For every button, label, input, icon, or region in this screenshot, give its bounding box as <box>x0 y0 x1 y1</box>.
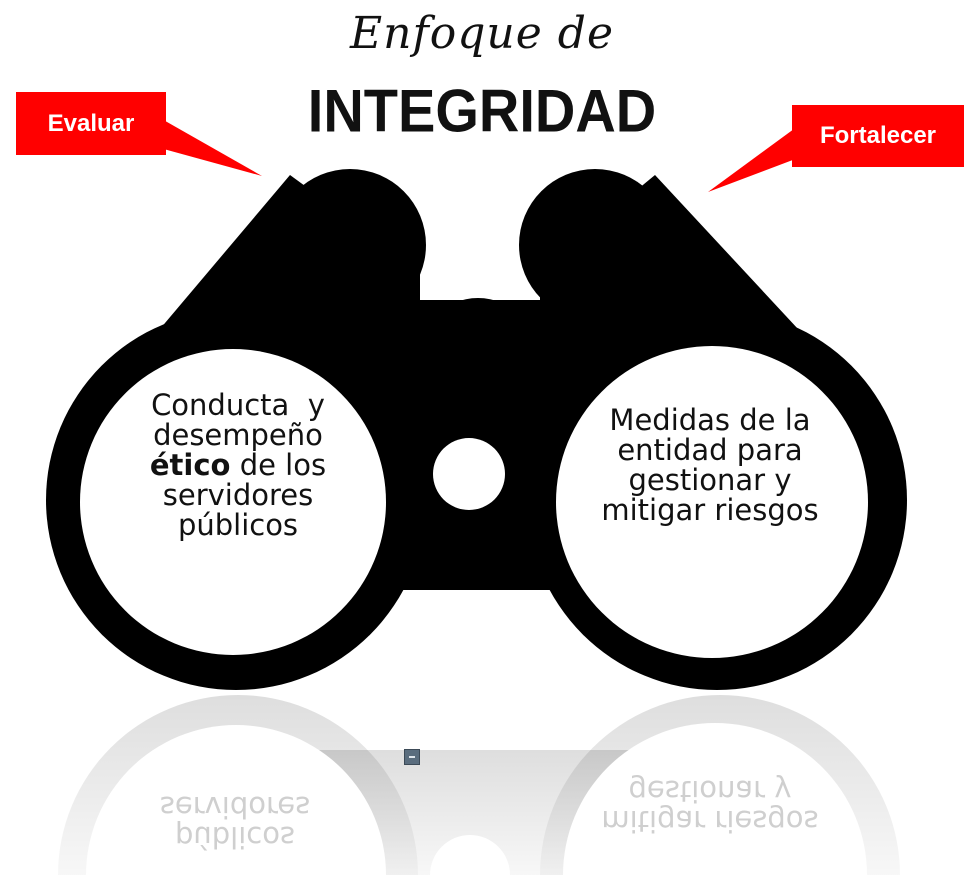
right-line-1: Medidas de la <box>609 403 811 437</box>
left-line-1: Conducta y <box>151 388 325 422</box>
right-lens-text: Medidas de la entidad para gestionar y m… <box>575 405 845 525</box>
evaluar-label: Evaluar <box>16 92 166 155</box>
reflection-text: servidores públicos gestionar y mitigar … <box>160 774 819 854</box>
left-lens-text: Conducta y desempeño ético de los servid… <box>118 390 358 540</box>
right-line-2: entidad para <box>617 433 803 467</box>
left-line-2: desempeño <box>153 418 323 452</box>
hinge-hole <box>433 438 505 510</box>
left-line-5: públicos <box>177 508 299 542</box>
reflection-left-line5: públicos <box>175 820 295 854</box>
fortalecer-pointer <box>708 126 798 192</box>
right-lens <box>556 346 868 658</box>
fortalecer-label: Fortalecer <box>792 105 964 167</box>
title-script: Enfoque de <box>350 8 614 59</box>
right-line-3: gestionar y <box>628 463 792 497</box>
left-lens <box>80 349 386 655</box>
left-line-4: servidores <box>162 478 314 512</box>
reflection-right-line3: gestionar y <box>629 774 792 808</box>
title-main: INTEGRIDAD <box>307 76 657 145</box>
left-line-3: ético de los <box>118 450 358 480</box>
right-line-4: mitigar riesgos <box>601 493 819 527</box>
small-square-icon[interactable] <box>404 749 420 765</box>
reflection-right-line4: mitigar riesgos <box>601 804 818 838</box>
reflection-left-line4: servidores <box>160 790 310 824</box>
evaluar-pointer <box>160 118 262 176</box>
left-line-3-rest: de los <box>230 448 327 482</box>
left-line-3-bold: ético <box>149 448 231 482</box>
